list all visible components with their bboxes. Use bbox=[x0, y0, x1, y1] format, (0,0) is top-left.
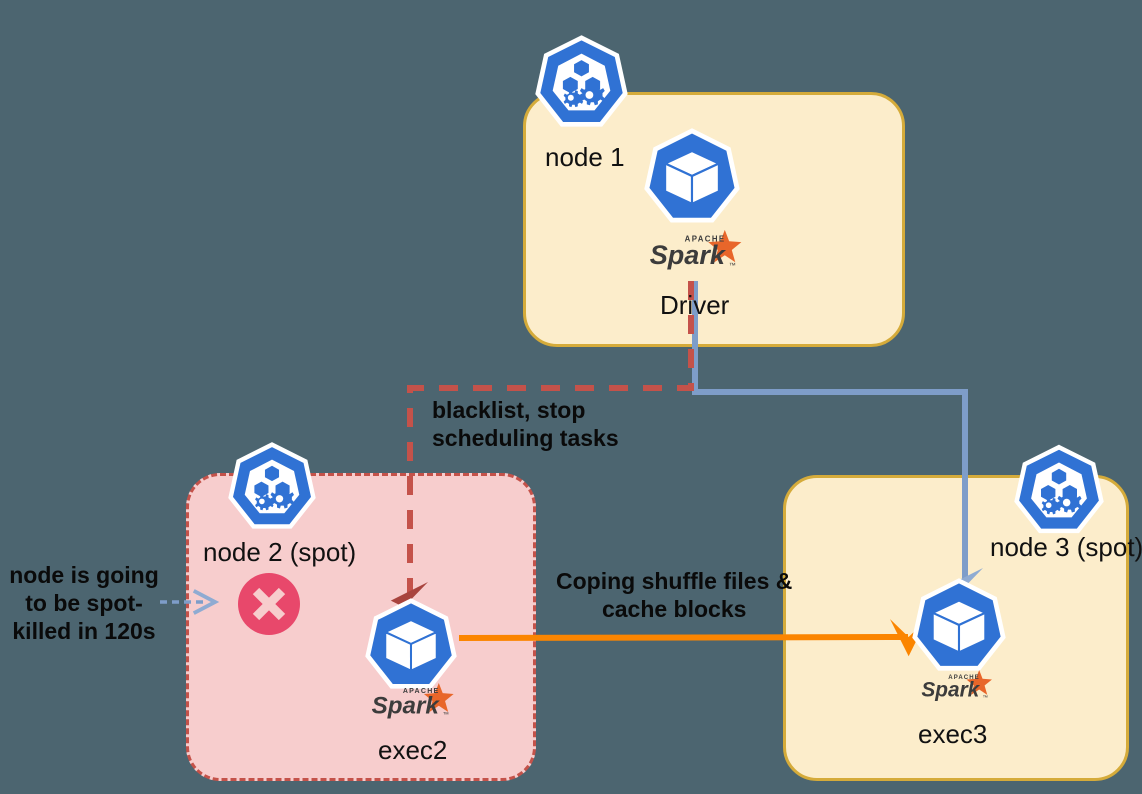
exec2-pod-label: exec2 bbox=[378, 735, 448, 765]
svg-text:™: ™ bbox=[443, 712, 449, 719]
kubernetes-pod-icon-driver bbox=[644, 126, 740, 226]
node-3-label: node 3 (spot) bbox=[990, 532, 1142, 562]
svg-text:APACHE: APACHE bbox=[948, 675, 980, 681]
svg-text:Spark: Spark bbox=[650, 240, 727, 270]
error-x-circle-icon bbox=[238, 573, 300, 635]
blacklist-line-2: scheduling tasks bbox=[432, 425, 619, 452]
svg-text:APACHE: APACHE bbox=[685, 234, 726, 243]
kubernetes-node-icon-2 bbox=[228, 440, 316, 532]
spot-kill-warning-annotation: node is going to be spot-killed in 120s bbox=[9, 562, 159, 645]
copy-shuffle-annotation: Coping shuffle files & cache blocks bbox=[556, 567, 792, 623]
exec3-pod-label: exec3 bbox=[918, 719, 988, 749]
svg-text:APACHE: APACHE bbox=[403, 688, 440, 695]
node-2-label: node 2 (spot) bbox=[203, 537, 357, 567]
copy-line-2: cache blocks bbox=[601, 596, 747, 623]
kubernetes-pod-icon-exec3 bbox=[912, 576, 1006, 674]
svg-text:™: ™ bbox=[729, 262, 736, 269]
kubernetes-node-icon bbox=[535, 33, 628, 130]
svg-text:™: ™ bbox=[983, 695, 988, 701]
copy-line-1: Coping shuffle files & bbox=[556, 568, 793, 594]
blacklist-annotation: blacklist, stop scheduling tasks bbox=[432, 396, 619, 452]
apache-spark-logo-exec2: APACHE Spark ™ bbox=[370, 681, 456, 721]
apache-spark-logo-driver: APACHE Spark ™ bbox=[648, 228, 744, 272]
kubernetes-pod-icon-exec2 bbox=[365, 596, 457, 692]
svg-text:Spark: Spark bbox=[372, 693, 441, 720]
driver-pod-label: Driver bbox=[660, 290, 730, 320]
svg-text:Spark: Spark bbox=[921, 678, 980, 701]
apache-spark-logo-exec3: APACHE Spark ™ bbox=[920, 668, 994, 703]
kubernetes-node-icon-3 bbox=[1014, 443, 1104, 536]
node-1-label: node 1 bbox=[545, 142, 625, 172]
blacklist-line-1: blacklist, stop bbox=[432, 397, 586, 423]
